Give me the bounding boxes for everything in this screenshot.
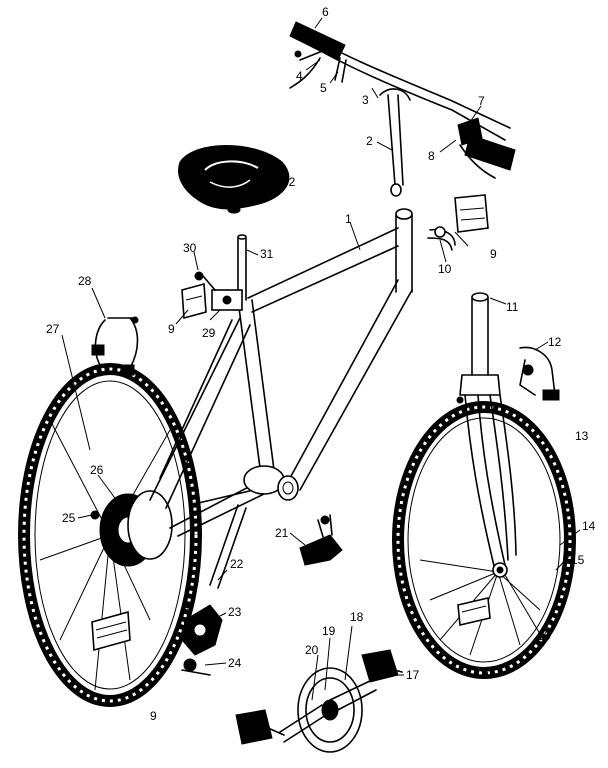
left-pedal [235,709,285,745]
callout-30: 30 [183,241,197,255]
callout-20: 20 [305,643,319,657]
callout-18: 18 [350,610,364,624]
crank-arm-left [279,704,327,743]
callout-7: 7 [478,94,485,108]
callout-32: 32 [282,175,296,189]
right-brake-lever [459,144,496,179]
callout-9-rear: 9 [150,709,157,723]
front-reflector [457,597,491,626]
callout-26: 26 [90,463,104,477]
crank-arm-right [329,679,377,713]
callout-5: 5 [320,81,327,95]
front-axle [492,562,508,578]
callout-19: 19 [322,624,336,638]
callout-12: 12 [548,335,562,349]
chainring [297,667,363,753]
callout-29: 29 [202,326,216,340]
right-pedal [361,649,403,683]
callout-28: 28 [78,274,92,288]
callout-11: 11 [506,300,519,314]
front-wheel [392,401,576,679]
callout-17: 17 [406,668,420,682]
leader-lines [61,17,581,701]
callout-25: 25 [62,511,76,525]
rear-derailleur [181,601,223,676]
callout-9-seat: 9 [168,322,175,336]
left-shifter [334,57,347,83]
callout-10: 10 [438,262,452,276]
callout-24: 24 [228,656,242,670]
callout-21: 21 [275,526,289,540]
seat-clamp [211,289,243,311]
callout-22: 22 [230,557,244,571]
callout-4: 4 [296,69,303,83]
front-derailleur [299,514,343,566]
rear-caliper-brake [91,316,139,376]
front-caliper-brake [456,346,560,404]
stem [379,88,411,197]
headset-reflector [454,194,489,233]
saddle [178,145,290,214]
callout-16: 16 [537,629,551,643]
callout-1: 1 [345,212,352,226]
callout-31: 31 [260,247,274,261]
front-reflector-bracket [427,226,456,251]
right-grip [464,134,516,171]
bolt-30 [194,271,216,291]
callout-labels: 1 2 3 4 5 6 7 8 9 9 9 9 10 11 12 13 14 1… [46,5,596,723]
front-fork [459,292,517,571]
left-grip [289,21,346,61]
callout-14: 14 [582,519,596,533]
callout-8: 8 [428,149,435,163]
callout-2: 2 [366,134,373,148]
seat-reflector [181,282,207,320]
callout-13: 13 [575,429,589,443]
callout-9-front: 9 [482,668,489,682]
rear-reflector [91,610,131,652]
rear-wheel [18,363,202,707]
callout-3: 3 [362,93,369,107]
bicycle-frame [149,208,413,589]
callout-6: 6 [322,5,329,19]
freewheel-cluster [90,490,173,567]
callout-23: 23 [228,605,242,619]
callout-9-headset: 9 [490,247,497,261]
callout-27: 27 [46,322,60,336]
callout-15: 15 [571,553,585,567]
